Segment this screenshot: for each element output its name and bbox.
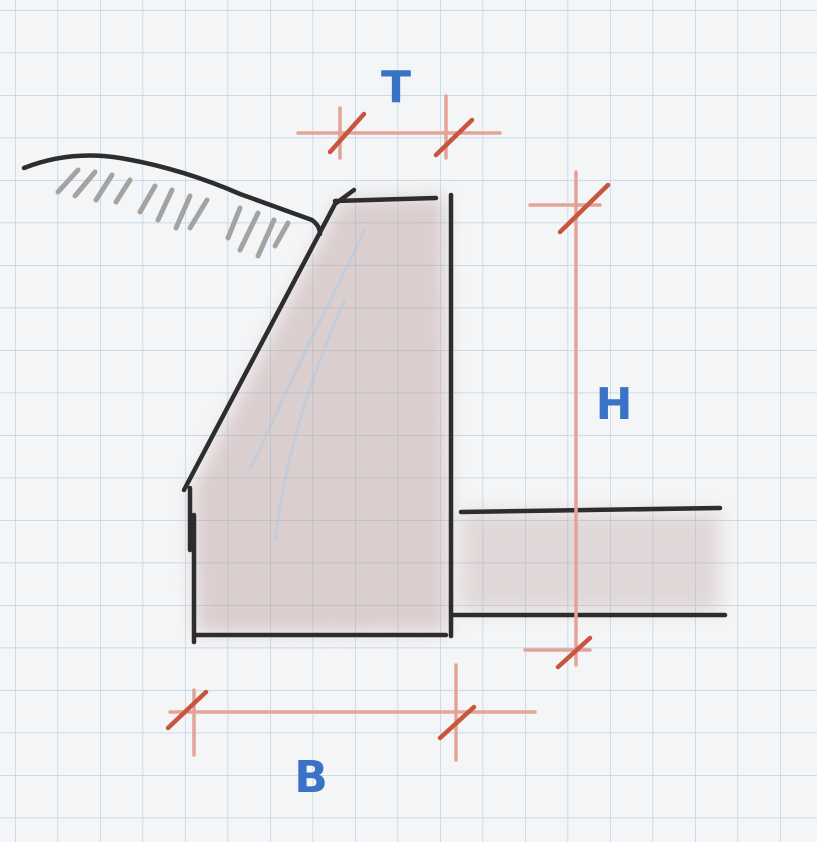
tick-top-left xyxy=(327,111,367,155)
tick-base-right xyxy=(437,704,477,741)
ground-hatching xyxy=(55,167,291,259)
wall-shading-streaks xyxy=(248,229,367,541)
label-top-width: T xyxy=(381,62,411,113)
wall-heel xyxy=(187,485,197,645)
wall-top xyxy=(332,195,439,204)
tick-base-left xyxy=(165,689,209,731)
dimension-ticks xyxy=(165,111,611,741)
wall-back-face xyxy=(181,187,357,493)
tick-height-bottom xyxy=(555,635,593,670)
soil-shading xyxy=(460,512,720,612)
wall-outline xyxy=(181,187,454,645)
front-soil-surface xyxy=(458,505,723,515)
dimension-lines xyxy=(168,94,602,762)
wall-shading xyxy=(192,196,448,634)
label-height: H xyxy=(596,379,633,430)
front-soil xyxy=(449,505,728,618)
tick-height-top xyxy=(557,182,611,235)
tick-top-right xyxy=(433,117,475,158)
ground-line xyxy=(21,153,323,237)
label-base-width: B xyxy=(294,752,328,803)
